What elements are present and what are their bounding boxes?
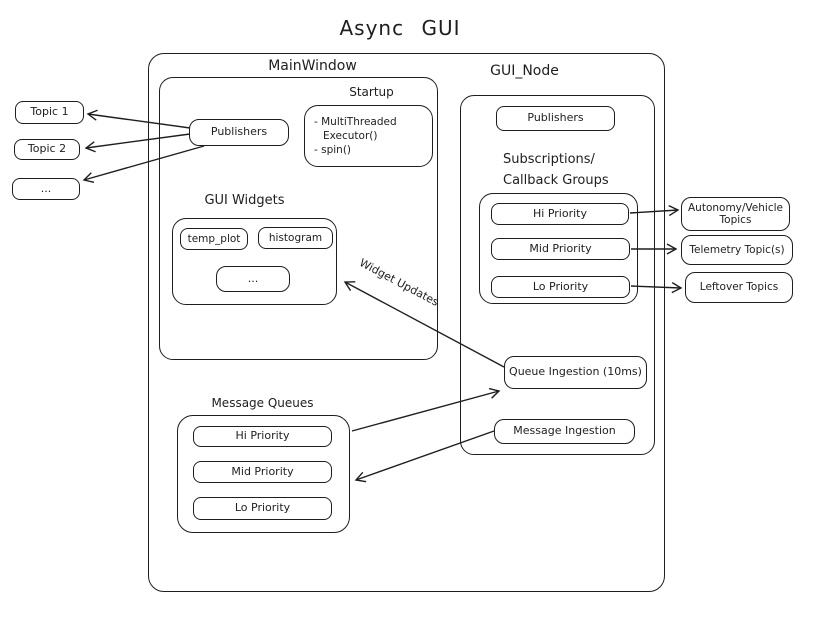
gui-widgets-box: [172, 218, 337, 305]
message-queues-box: [177, 415, 350, 533]
autonomy-vehicle-topics-label: Autonomy/Vehicle Topics: [688, 201, 783, 226]
widget-node-histogram-label: histogram: [268, 231, 323, 244]
topic-node-1: Topic 1: [15, 101, 84, 124]
autonomy-vehicle-topics-node: Autonomy/Vehicle Topics: [681, 197, 790, 231]
subscriptions-label-line2: Callback Groups: [503, 173, 609, 188]
message-ingestion-label: Message Ingestion: [513, 424, 616, 438]
subscription-lo-priority-label: Lo Priority: [532, 279, 589, 293]
startup-label: Startup: [349, 85, 394, 99]
telemetry-topics-label: Telemetry Topic(s): [689, 243, 785, 256]
widget-node-histogram: histogram: [258, 227, 333, 249]
queue-hi-priority-node: Hi Priority: [193, 426, 332, 447]
topic-node-2: Topic 2: [14, 139, 80, 160]
subscription-lo-priority-node: Lo Priority: [491, 276, 630, 298]
subscription-hi-priority-node: Hi Priority: [491, 203, 629, 225]
queue-hi-priority-label: Hi Priority: [235, 429, 290, 443]
queue-ingestion-node: Queue Ingestion (10ms): [504, 356, 647, 389]
main-window-box: [159, 77, 438, 360]
outer-container-box: [148, 53, 665, 592]
message-queues-label: Message Queues: [211, 396, 314, 410]
telemetry-topics-node: Telemetry Topic(s): [681, 235, 793, 265]
startup-line: - MultiThreaded: [314, 116, 397, 128]
leftover-topics-node: Leftover Topics: [685, 272, 793, 303]
main-window-publishers-label: Publishers: [210, 125, 268, 139]
widget-node-temp-plot-label: temp_plot: [187, 232, 241, 245]
startup-box: - MultiThreaded Executor() - spin(): [304, 105, 433, 167]
topic-node-more: ...: [12, 178, 80, 200]
message-ingestion-node: Message Ingestion: [494, 419, 635, 444]
subscription-hi-priority-label: Hi Priority: [533, 206, 587, 220]
queue-mid-priority-label: Mid Priority: [231, 464, 294, 478]
topic-node-2-label: Topic 2: [27, 142, 67, 156]
main-window-publishers-node: Publishers: [189, 119, 289, 146]
gui-node-box: [460, 95, 655, 455]
gui-node-publishers-label: Publishers: [527, 111, 584, 125]
widget-node-more: ...: [216, 266, 290, 292]
widget-node-temp-plot: temp_plot: [180, 228, 248, 250]
startup-line: Executor(): [323, 130, 378, 142]
subscriptions-label: Subscriptions/ Callback Groups: [503, 149, 609, 191]
leftover-topics-label: Leftover Topics: [699, 281, 779, 294]
queue-lo-priority-node: Lo Priority: [193, 497, 332, 520]
queue-lo-priority-label: Lo Priority: [234, 501, 291, 515]
topic-node-1-label: Topic 1: [30, 105, 69, 119]
diagram-title: Async GUI: [339, 16, 461, 40]
subscription-mid-priority-label: Mid Priority: [529, 241, 592, 255]
widget-node-more-label: ...: [247, 271, 259, 285]
subscriptions-label-line1: Subscriptions/: [503, 152, 595, 167]
gui-node-label: GUI_Node: [490, 63, 559, 79]
gui-node-publishers-node: Publishers: [496, 106, 615, 131]
topic-node-more-label: ...: [40, 181, 52, 195]
startup-line: - spin(): [314, 144, 352, 156]
subscription-mid-priority-node: Mid Priority: [491, 238, 630, 260]
queue-mid-priority-node: Mid Priority: [193, 461, 332, 483]
queue-ingestion-label: Queue Ingestion (10ms): [509, 365, 642, 379]
main-window-label: MainWindow: [268, 58, 357, 74]
gui-widgets-label: GUI Widgets: [204, 193, 285, 208]
